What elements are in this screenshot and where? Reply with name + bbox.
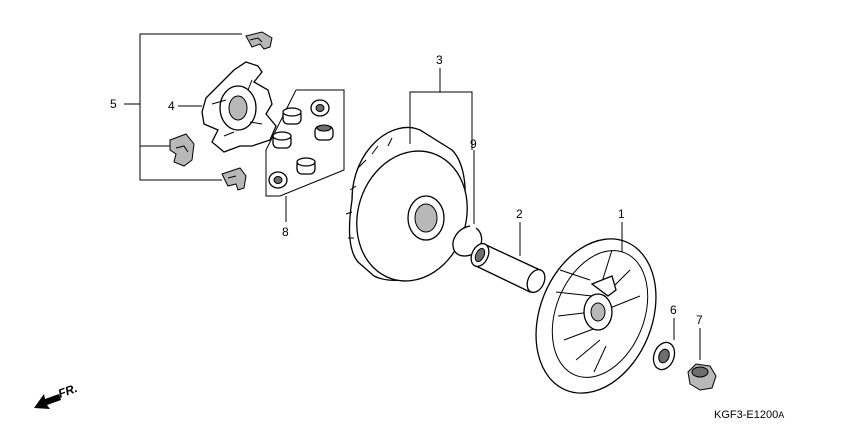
callout-7: 7 xyxy=(696,313,703,327)
slide-piece-bottom xyxy=(221,167,247,191)
fan-drive-face xyxy=(535,222,657,394)
callout-3: 3 xyxy=(436,53,443,67)
slide-piece-top xyxy=(245,31,273,50)
callout-4: 4 xyxy=(168,99,175,113)
callout-5: 5 xyxy=(110,97,117,111)
direction-label: FR. xyxy=(56,381,79,401)
callout-8: 8 xyxy=(282,225,289,239)
callout-3-bracket xyxy=(409,68,473,150)
callout-6: 6 xyxy=(670,303,677,317)
bracket-5 xyxy=(124,33,242,181)
washer xyxy=(652,318,676,371)
ramp-plate xyxy=(201,61,277,153)
front-direction-arrow-icon xyxy=(34,394,61,409)
drive-face xyxy=(345,126,468,282)
callout-2: 2 xyxy=(516,207,523,221)
weight-rollers xyxy=(268,99,334,189)
roller-group-frame xyxy=(265,89,345,222)
nut xyxy=(687,328,717,391)
drive-face-collar xyxy=(470,222,546,294)
callout-9: 9 xyxy=(470,137,477,151)
slide-piece-middle xyxy=(169,133,195,167)
diagram-code: KGF3-E1200A xyxy=(714,409,784,421)
callout-1: 1 xyxy=(618,207,625,221)
